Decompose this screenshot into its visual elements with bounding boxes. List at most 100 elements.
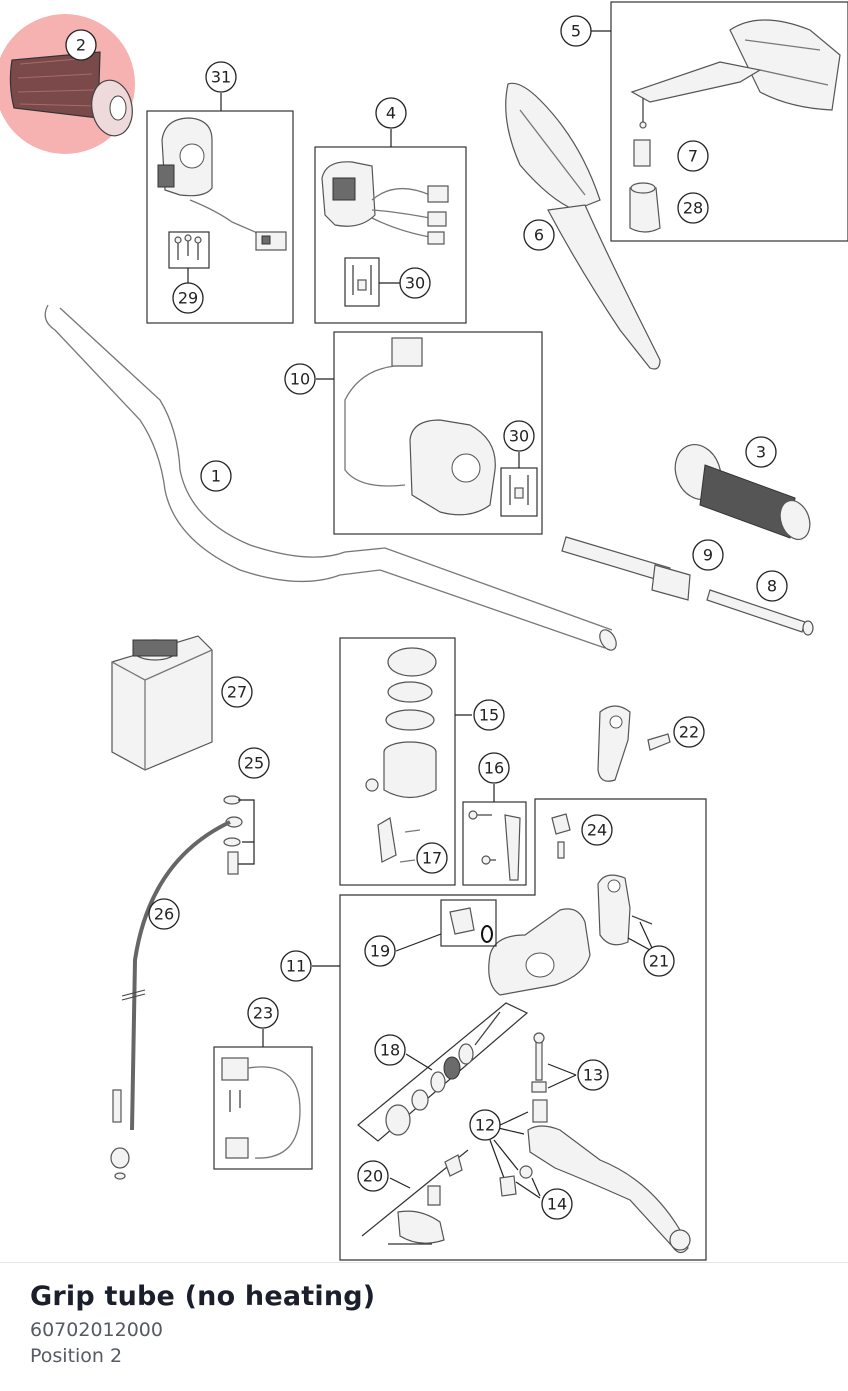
callout-25[interactable]: 25 [238,747,270,779]
callout-20[interactable]: 20 [357,1160,389,1192]
callout-19[interactable]: 19 [364,935,396,967]
part-15-reservoir[interactable] [365,647,437,799]
part-2-left-grip[interactable] [9,51,136,139]
part-title: Grip tube (no heating) [30,1281,376,1312]
svg-text:25: 25 [244,754,264,773]
callout-5[interactable]: 5 [560,15,592,47]
part-16-lever-bracket[interactable] [468,810,521,881]
part-19-switch[interactable] [449,907,493,943]
part-29-screws[interactable] [174,234,202,260]
part-13-pivot-bolt[interactable] [531,1032,577,1093]
callout-30-b[interactable]: 30 [503,420,535,452]
part-info-footer: Grip tube (no heating) 60702012000 Posit… [0,1262,848,1391]
svg-text:22: 22 [679,723,699,742]
part-20-pushrod[interactable] [397,1154,463,1244]
svg-text:26: 26 [154,905,174,924]
callout-14[interactable]: 14 [541,1188,573,1220]
part-number: 60702012000 [30,1319,163,1341]
svg-text:18: 18 [380,1041,400,1060]
part-25-banjo-bolt[interactable] [223,795,255,875]
box-15 [339,637,456,886]
part-8-bolt[interactable] [706,589,814,636]
svg-text:17: 17 [422,849,442,868]
part-21-clamp[interactable] [597,874,653,951]
callout-2[interactable]: 2 [65,29,97,61]
part-23-brake-switch[interactable] [221,1057,301,1159]
part-18-piston-kit[interactable] [385,1011,501,1136]
svg-text:30: 30 [405,274,425,293]
callout-6[interactable]: 6 [523,219,555,251]
part-5-mirror[interactable] [630,19,841,129]
svg-text:27: 27 [227,683,247,702]
part-22-clamp[interactable] [597,705,671,782]
part-6-hand-guard[interactable] [505,82,661,370]
callout-27[interactable]: 27 [221,676,253,708]
svg-text:2: 2 [76,36,86,55]
part-17-piston[interactable] [377,817,421,863]
callout-13[interactable]: 13 [577,1059,609,1091]
part-12-lever[interactable] [489,1099,691,1254]
callout-4[interactable]: 4 [375,97,407,129]
svg-text:10: 10 [290,370,310,389]
callout-18[interactable]: 18 [374,1034,406,1066]
part-26-brake-line[interactable] [110,820,231,1180]
part-14-adjuster[interactable] [499,1165,541,1199]
callout-11[interactable]: 11 [280,950,312,982]
callout-3[interactable]: 3 [745,436,777,468]
box-11 [339,798,707,1261]
callout-21[interactable]: 21 [643,945,675,977]
svg-text:5: 5 [571,22,581,41]
svg-text:7: 7 [688,147,698,166]
callout-17[interactable]: 17 [416,842,448,874]
callout-12[interactable]: 12 [469,1109,501,1141]
part-9-bar-end[interactable] [561,536,691,601]
callout-24[interactable]: 24 [581,814,613,846]
part-31-left-switch[interactable] [157,117,287,251]
callout-31[interactable]: 31 [205,61,237,93]
callout-15[interactable]: 15 [473,699,505,731]
svg-text:1: 1 [211,467,221,486]
svg-text:21: 21 [649,952,669,971]
svg-text:16: 16 [484,759,504,778]
svg-text:9: 9 [703,546,713,565]
callout-22[interactable]: 22 [673,716,705,748]
part-11-master-cylinder[interactable] [488,908,591,996]
svg-text:19: 19 [370,942,390,961]
callout-8[interactable]: 8 [756,570,788,602]
callout-16[interactable]: 16 [478,752,510,784]
callout-7[interactable]: 7 [677,140,709,172]
part-10-throttle[interactable] [344,337,496,516]
callout-28[interactable]: 28 [677,192,709,224]
part-4-right-switch[interactable] [321,161,449,245]
part-3-right-grip[interactable] [668,438,815,543]
svg-text:30: 30 [509,427,529,446]
part-1-handlebar[interactable] [44,304,619,653]
callout-9[interactable]: 9 [692,539,724,571]
part-24-bleed-valve[interactable] [551,813,571,859]
callout-23[interactable]: 23 [247,997,279,1029]
callout-30-a[interactable]: 30 [399,267,431,299]
part-7-adapter[interactable] [633,139,651,167]
svg-text:8: 8 [767,577,777,596]
svg-text:29: 29 [178,289,198,308]
svg-text:3: 3 [756,443,766,462]
callout-1[interactable]: 1 [200,460,232,492]
callout-26[interactable]: 26 [148,898,180,930]
part-30-screws-a[interactable] [352,265,372,295]
box-31 [146,110,294,324]
svg-text:14: 14 [547,1195,567,1214]
svg-text:4: 4 [386,104,396,123]
part-27-brake-fluid[interactable] [111,635,213,771]
box-5 [610,1,848,242]
part-position: Position 2 [30,1345,123,1367]
callout-10[interactable]: 10 [284,363,316,395]
svg-text:12: 12 [475,1116,495,1135]
svg-text:23: 23 [253,1004,273,1023]
box-10 [333,331,543,535]
svg-text:28: 28 [683,199,703,218]
svg-text:20: 20 [363,1167,383,1186]
part-30-screws-b[interactable] [509,475,529,505]
exploded-parts-diagram: 1 2 3 4 5 6 7 8 9 10 11 12 13 14 15 16 1… [0,1,848,1261]
callout-29[interactable]: 29 [172,282,204,314]
part-28-cap[interactable] [629,182,661,233]
